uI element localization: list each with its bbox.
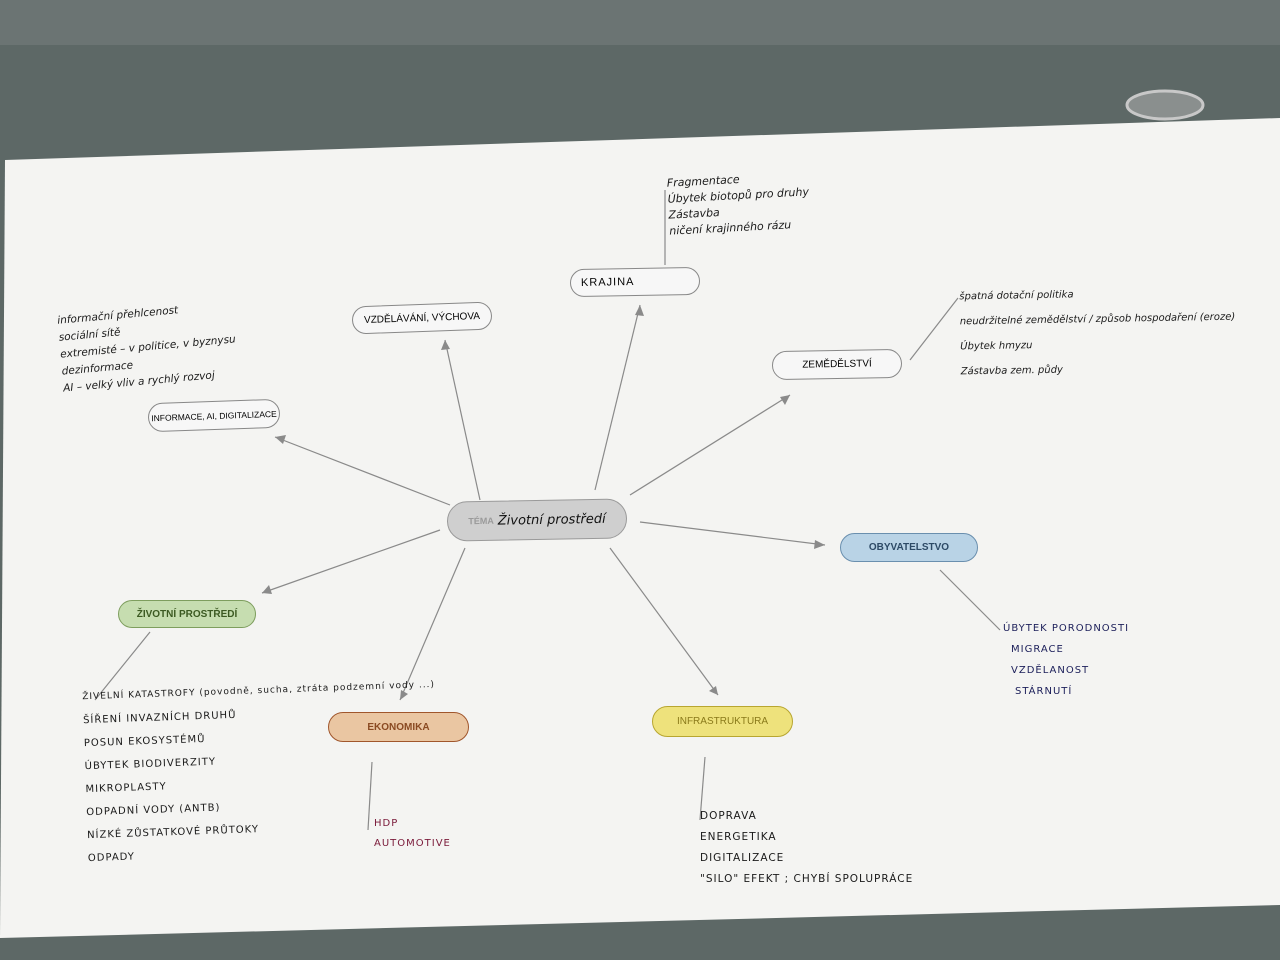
node-ekonomika[interactable]: EKONOMIKA [328, 712, 469, 742]
table-edge [0, 0, 1280, 45]
note-item: Zástavba zem. půdy [960, 364, 1064, 378]
center-topic-node[interactable]: TÉMA Životní prostředí [446, 498, 628, 542]
center-topic-prefix: TÉMA [468, 515, 494, 527]
node-infrastruktura-label: INFRASTRUKTURA [676, 716, 769, 727]
node-zemedelstvi-label: ZEMĚDĚLSTVÍ [802, 358, 872, 371]
notes-obyvatelstvo: ÚBYTEK PORODNOSTI MIGRACE VZDĚLANOST STÁ… [1003, 618, 1129, 702]
node-vzdelavani[interactable]: VZDĚLÁVÁNÍ, VÝCHOVA [351, 301, 493, 335]
notes-infrastruktura: DOPRAVA ENERGETIKA DIGITALIZACE "SILO" E… [700, 806, 913, 890]
note-item: STÁRNUTÍ [1015, 686, 1073, 697]
node-krajina-label: KRAJINA [580, 276, 635, 289]
node-zivotni-prostredi[interactable]: ŽIVOTNÍ PROSTŘEDÍ [118, 600, 256, 628]
note-item: DIGITALIZACE [700, 852, 785, 864]
node-informace[interactable]: INFORMACE, AI, DIGITALIZACE [147, 398, 281, 433]
center-topic-title: Životní prostředí [497, 511, 606, 529]
note-item: ÚBYTEK PORODNOSTI [1003, 623, 1130, 634]
node-informace-label: INFORMACE, AI, DIGITALIZACE [151, 408, 277, 423]
node-obyvatelstvo[interactable]: OBYVATELSTVO [840, 533, 978, 562]
node-obyvatelstvo-label: OBYVATELSTVO [868, 542, 950, 553]
note-item: neudržitelné zemědělství / způsob hospod… [959, 311, 1236, 328]
node-zivotni-prostredi-label: ŽIVOTNÍ PROSTŘEDÍ [136, 608, 238, 620]
node-krajina[interactable]: KRAJINA [569, 266, 701, 298]
notes-krajina: Fragmentace Úbytek biotopů pro druhy Zás… [666, 168, 811, 239]
note-item: "SILO" EFEKT ; CHYBÍ SPOLUPRÁCE [700, 873, 914, 885]
note-item: ENERGETIKA [700, 831, 777, 843]
node-ekonomika-label: EKONOMIKA [367, 721, 430, 733]
node-vzdelavani-label: VZDĚLÁVÁNÍ, VÝCHOVA [363, 310, 481, 326]
note-item: DOPRAVA [700, 810, 757, 822]
arrow-heads [262, 305, 825, 700]
node-zemedelstvi[interactable]: ZEMĚDĚLSTVÍ [771, 348, 903, 381]
node-infrastruktura[interactable]: INFRASTRUKTURA [652, 706, 793, 737]
note-item: VZDĚLANOST [1011, 665, 1090, 676]
note-item: HDP [374, 818, 399, 829]
note-item: AUTOMOTIVE [374, 838, 451, 849]
paper-sheet [0, 118, 1280, 938]
connector-arrows [94, 190, 1001, 831]
notes-informace: informační přehlcenost sociální sítě ext… [57, 297, 240, 397]
notes-zemedelstvi: špatná dotační politika neudržitelné zem… [959, 280, 1236, 385]
notes-ekonomika: HDP AUTOMOTIVE [374, 814, 451, 854]
table-grommet [1125, 89, 1205, 121]
note-item: MIGRACE [1011, 644, 1064, 655]
